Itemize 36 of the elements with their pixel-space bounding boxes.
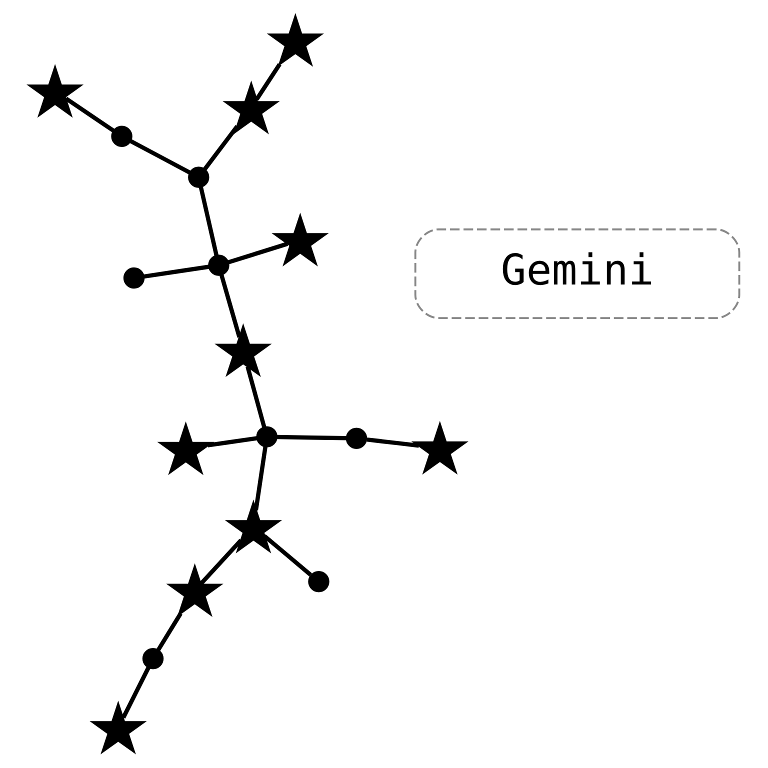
node-star <box>156 421 214 476</box>
node-star <box>89 700 146 754</box>
connector <box>120 666 150 719</box>
connector <box>156 612 182 652</box>
node-star <box>222 80 280 134</box>
connector <box>142 264 209 279</box>
connector <box>366 437 419 448</box>
connector <box>202 125 238 171</box>
node-star <box>224 500 282 554</box>
node-circle <box>122 267 144 289</box>
connector <box>253 446 268 510</box>
connector <box>64 96 114 133</box>
connector <box>198 186 218 256</box>
connector <box>276 434 346 440</box>
node-circle <box>142 648 164 670</box>
node-circle <box>256 426 277 448</box>
connector <box>254 63 281 101</box>
connector <box>245 366 266 428</box>
node-star <box>410 420 468 475</box>
node-star <box>266 13 324 67</box>
node-box: Gemini <box>414 228 740 320</box>
node-star <box>214 323 272 378</box>
connector <box>262 534 312 576</box>
node-circle <box>308 571 329 592</box>
node-star <box>271 212 328 266</box>
node-circle <box>110 126 132 147</box>
node-star <box>26 64 84 118</box>
node-star <box>166 563 223 617</box>
connector <box>218 274 241 338</box>
node-circle <box>208 254 229 276</box>
node-circle <box>188 166 209 188</box>
node-circle <box>345 428 367 449</box>
connector <box>226 242 288 264</box>
connector <box>198 538 242 586</box>
connector <box>206 436 257 448</box>
connector <box>129 139 190 174</box>
